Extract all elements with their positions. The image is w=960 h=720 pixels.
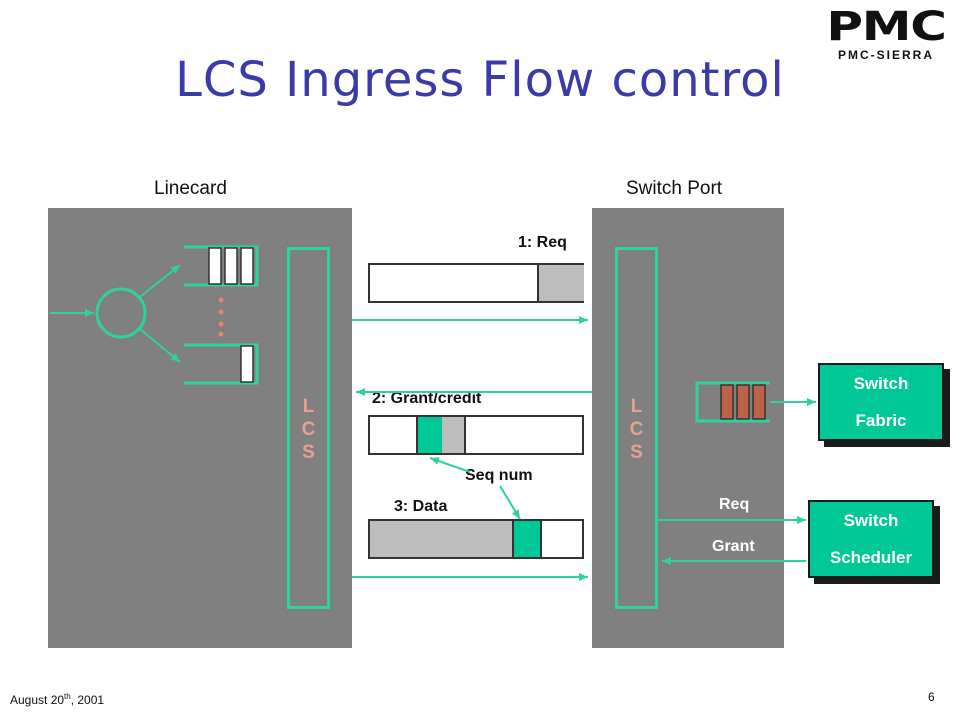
data-message-box <box>368 519 584 559</box>
pmc-sierra-logo: PMC PMC-SIERRA <box>826 6 947 62</box>
seq-arrow-left <box>429 457 471 473</box>
data-message-label: 3: Data <box>394 498 448 515</box>
req-label: Req <box>719 496 750 513</box>
fabric-queue <box>695 381 770 423</box>
logo-main: PMC <box>826 4 947 50</box>
grant-message-label: 2: Grant/credit <box>372 390 482 407</box>
classifier-circle <box>95 287 147 339</box>
bottom-queue <box>184 343 259 385</box>
grant-message-box <box>368 415 584 455</box>
seq-arrow-right <box>499 485 521 520</box>
page-title: LCS Ingress Flow control <box>175 52 785 108</box>
data-fill <box>370 521 512 557</box>
top-queue <box>184 245 259 287</box>
req-message-box <box>368 263 584 303</box>
fanout-arrow-bottom <box>139 328 181 363</box>
footer-date: August 20th, 2001 <box>10 692 105 707</box>
data-seq-fill <box>512 521 542 557</box>
switch-port-panel <box>592 208 784 648</box>
req-message-label: 1: Req <box>518 234 567 251</box>
linecard-panel <box>48 208 352 648</box>
grant-label: Grant <box>712 538 755 555</box>
seq-num-label: Seq num <box>465 467 533 484</box>
fanout-arrow-top <box>139 264 181 298</box>
logo-sub: PMC-SIERRA <box>837 48 934 62</box>
ellipsis-dots <box>218 297 224 337</box>
page-number: 6 <box>928 690 935 704</box>
grant-credit-fill <box>442 417 466 453</box>
req-fill <box>537 265 584 301</box>
switch-port-label: Switch Port <box>626 178 723 199</box>
linecard-label: Linecard <box>154 178 227 199</box>
